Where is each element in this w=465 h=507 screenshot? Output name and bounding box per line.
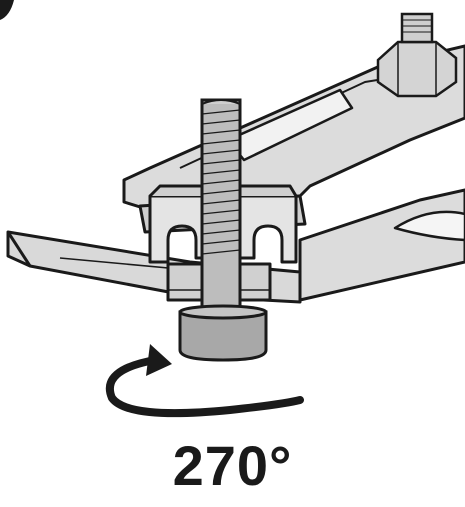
step-marker-fragment [0, 0, 14, 20]
rotation-angle-label: 270° [172, 434, 293, 497]
right-arm [298, 188, 465, 302]
adjustment-knob [178, 304, 268, 362]
rotation-arrow-icon [105, 344, 304, 418]
threaded-rod [200, 98, 242, 312]
top-nut [376, 12, 458, 98]
